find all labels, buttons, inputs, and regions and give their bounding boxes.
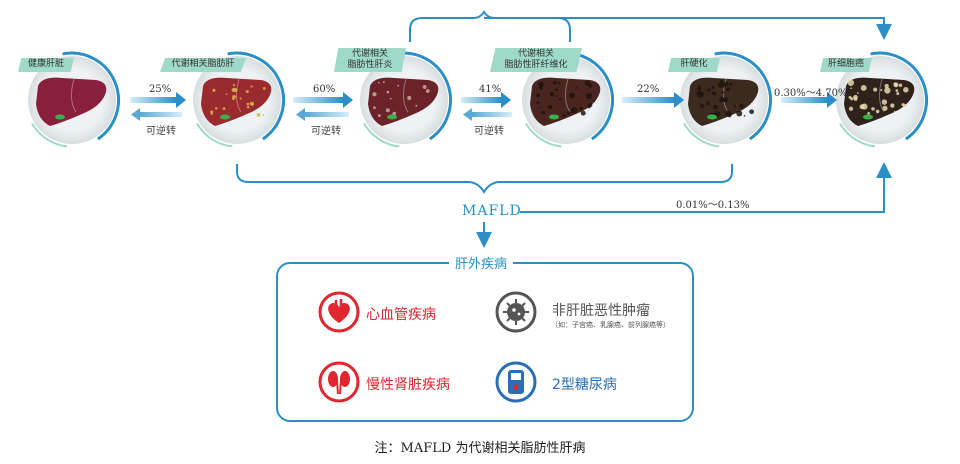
stage-tag-4: 代谢相关 脂肪性肝纤维化 [490, 48, 582, 72]
top-bracket [409, 10, 892, 42]
extrahepatic-title: 肝外疾病 [449, 253, 514, 272]
arrow-5-6 [781, 92, 837, 108]
reversible-label-3: 可逆转 [474, 126, 504, 137]
rev-arrow-2-1 [131, 108, 182, 121]
reverse-arrows [131, 108, 512, 121]
liver-stage-2 [193, 51, 285, 148]
rev-arrow-3-2 [296, 108, 349, 121]
stage-tag-2: 代谢相关脂肪肝 [160, 58, 246, 72]
reversible-label-2: 可逆转 [311, 126, 341, 137]
stage-tag-3: 代谢相关 脂肪性肝炎 [334, 48, 406, 72]
non-liver-malignancy-note: （如：子宫癌、乳腺癌、前列腺癌等） [551, 321, 670, 329]
arrow-1-2 [130, 92, 186, 108]
stage-tag-6: 肝细胞癌 [820, 58, 872, 72]
bottom-bracket [236, 162, 892, 248]
forward-arrows [130, 92, 837, 108]
non-liver-malignancy-label: 非肝脏恶性肿瘤 [552, 303, 650, 319]
rate-mafld-to-hcc: 0.01%～0.13% [676, 200, 750, 211]
mafld-label: MAFLD [462, 203, 522, 219]
kidney-icon [318, 361, 360, 403]
stage-label-3: 代谢相关 脂肪性肝炎 [347, 49, 393, 70]
rate-fibrosis-to-cirrhosis: 22% [637, 84, 660, 95]
stage-label-2: 代谢相关脂肪肝 [171, 59, 235, 69]
cardiovascular-disease-label: 心血管疾病 [366, 307, 436, 323]
liver-stage-3 [360, 51, 452, 148]
liver-stage-1 [28, 51, 120, 148]
stage-tag-5: 肝硬化 [668, 58, 720, 72]
liver-stage-4 [522, 51, 614, 148]
stage-label-6: 肝细胞癌 [827, 59, 864, 69]
rate-mafl-to-mash: 60% [313, 84, 336, 95]
reversible-label-1: 可逆转 [146, 126, 176, 137]
stage-label-5: 肝硬化 [680, 59, 708, 69]
extrahepatic-box [276, 262, 694, 422]
rate-cirrhosis-to-hcc: 0.30%～4.70% [774, 88, 848, 99]
liver-stage-6 [836, 51, 928, 148]
chronic-kidney-disease-label: 慢性肾脏疾病 [366, 377, 450, 393]
liver-stage-5 [680, 51, 772, 148]
arrow-3-4 [461, 92, 511, 108]
arrow-4-5 [622, 92, 684, 108]
footnote: 注：MAFLD 为代谢相关脂肪性肝病 [374, 441, 586, 456]
stage-tag-1: 健康肝脏 [18, 58, 74, 72]
rev-arrow-4-3 [463, 108, 512, 121]
heart-icon [318, 291, 360, 333]
tumor-cell-icon [495, 291, 537, 333]
type2-diabetes-label: 2型糖尿病 [552, 377, 617, 393]
stage-label-1: 健康肝脏 [27, 59, 64, 69]
glucose-meter-icon [495, 361, 537, 403]
rate-mash-to-fibrosis: 41% [479, 84, 502, 95]
rate-healthy-to-mafl: 25% [149, 84, 172, 95]
stage-label-4: 代谢相关 脂肪性肝纤维化 [504, 49, 568, 70]
arrow-2-3 [293, 92, 353, 108]
